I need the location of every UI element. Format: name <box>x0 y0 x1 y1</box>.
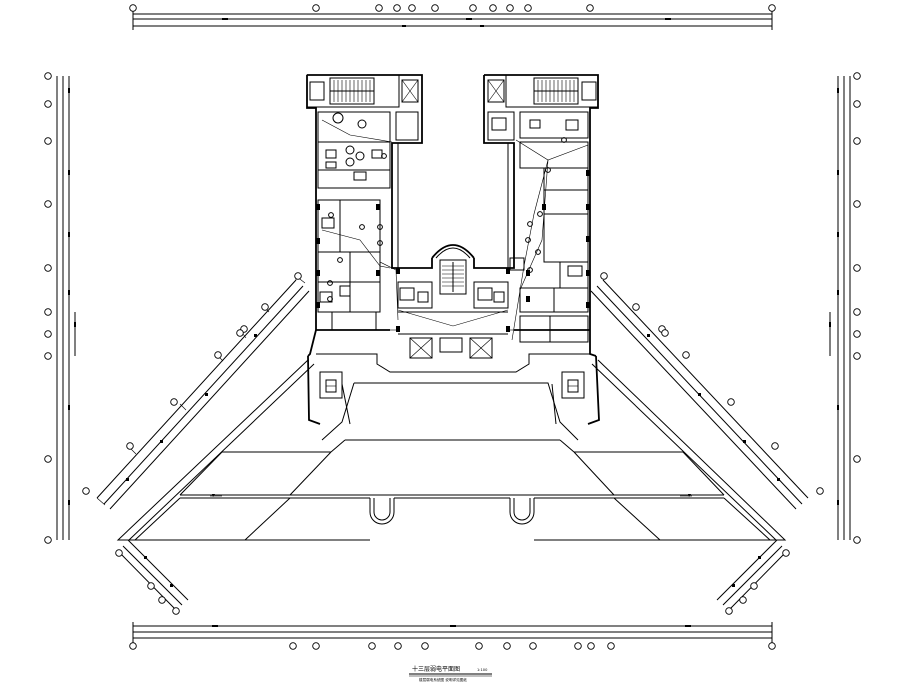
top-dimension-chain <box>129 4 776 30</box>
axis-bubble <box>768 4 776 12</box>
axis-bubble <box>607 642 615 650</box>
axis-bubble <box>368 642 376 650</box>
left-diagonal-grid <box>82 272 310 510</box>
axis-bubble <box>375 4 383 12</box>
left-wing-interior <box>309 77 419 399</box>
axis-bubble <box>503 642 511 650</box>
axis-bubble <box>475 642 483 650</box>
axis-bubble <box>586 4 594 12</box>
axis-bubble <box>408 4 416 12</box>
axis-bubble <box>289 642 297 650</box>
axis-bubble <box>768 642 776 650</box>
drawing-title-block: 十三层弱电平面图 1:100 楼层弱电系统图 说明详见图纸 <box>409 665 492 682</box>
left-dimension-chain <box>44 72 76 544</box>
axis-bubble <box>394 642 402 650</box>
drawing-scale: 1:100 <box>477 668 488 672</box>
axis-bubble <box>489 4 497 12</box>
right-dimension-chain <box>829 72 861 544</box>
axis-bubble <box>393 4 401 12</box>
right-wing-interior <box>487 77 597 399</box>
drawing-subtitle: 楼层弱电系统图 说明详见图纸 <box>419 677 467 682</box>
bottom-dimension-chain <box>129 622 776 650</box>
axis-bubble <box>312 642 320 650</box>
center-core <box>390 259 514 359</box>
axis-bubble <box>469 4 477 12</box>
axis-bubble <box>312 4 320 12</box>
axis-bubble <box>421 642 429 650</box>
building-outline <box>306 74 600 425</box>
axis-bubble <box>524 4 532 12</box>
axis-bubble <box>529 642 537 650</box>
drawing-title: 十三层弱电平面图 <box>412 665 460 673</box>
axis-bubble <box>574 642 582 650</box>
right-diagonal-grid <box>590 272 824 510</box>
podium-roof <box>116 359 787 541</box>
axis-bubble <box>129 642 137 650</box>
bottom-right-diagonal-grid <box>716 539 790 615</box>
axis-bubble <box>506 4 514 12</box>
axis-bubble <box>129 4 137 12</box>
axis-bubble <box>587 642 595 650</box>
axis-bubble <box>431 4 439 12</box>
bottom-left-diagonal-grid <box>115 539 189 615</box>
